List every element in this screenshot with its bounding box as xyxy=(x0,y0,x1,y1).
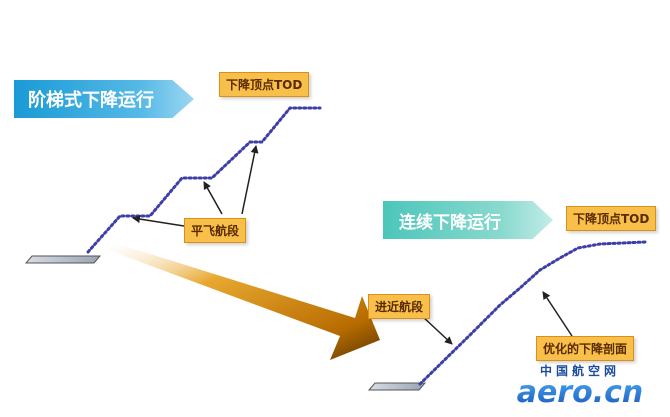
watermark-brand-text: aero.cn xyxy=(495,378,665,408)
label-tod-continuous: 下降顶点TOD xyxy=(566,206,657,231)
runway-step xyxy=(24,255,102,264)
transition-arrow xyxy=(108,242,380,360)
label-optimized-profile: 优化的下降剖面 xyxy=(536,336,635,361)
label-tod-step: 下降顶点TOD xyxy=(219,72,310,97)
continuous-descent-path xyxy=(418,240,647,386)
banner-continuous-descent-text: 连续下降运行 xyxy=(399,212,501,233)
banner-continuous-descent: 连续下降运行 xyxy=(383,201,553,239)
label-approach-segment: 进近航段 xyxy=(368,294,431,319)
arrow-level-to-step1 xyxy=(132,215,185,227)
runway-continuous xyxy=(367,382,427,391)
step-descent-path xyxy=(86,106,322,254)
aero-watermark-logo: 中国航空网 aero.cn xyxy=(495,362,665,410)
banner-step-descent-text: 阶梯式下降运行 xyxy=(28,90,154,111)
arrow-optimized-profile xyxy=(542,291,573,337)
watermark-cn-text: 中国航空网 xyxy=(539,364,620,378)
banner-step-descent: 阶梯式下降运行 xyxy=(14,80,194,118)
label-level-segment: 平飞航段 xyxy=(184,218,247,243)
arrow-approach-segment xyxy=(421,315,453,345)
arrow-level-to-step2 xyxy=(203,181,223,215)
arrow-level-to-step3 xyxy=(241,145,259,215)
